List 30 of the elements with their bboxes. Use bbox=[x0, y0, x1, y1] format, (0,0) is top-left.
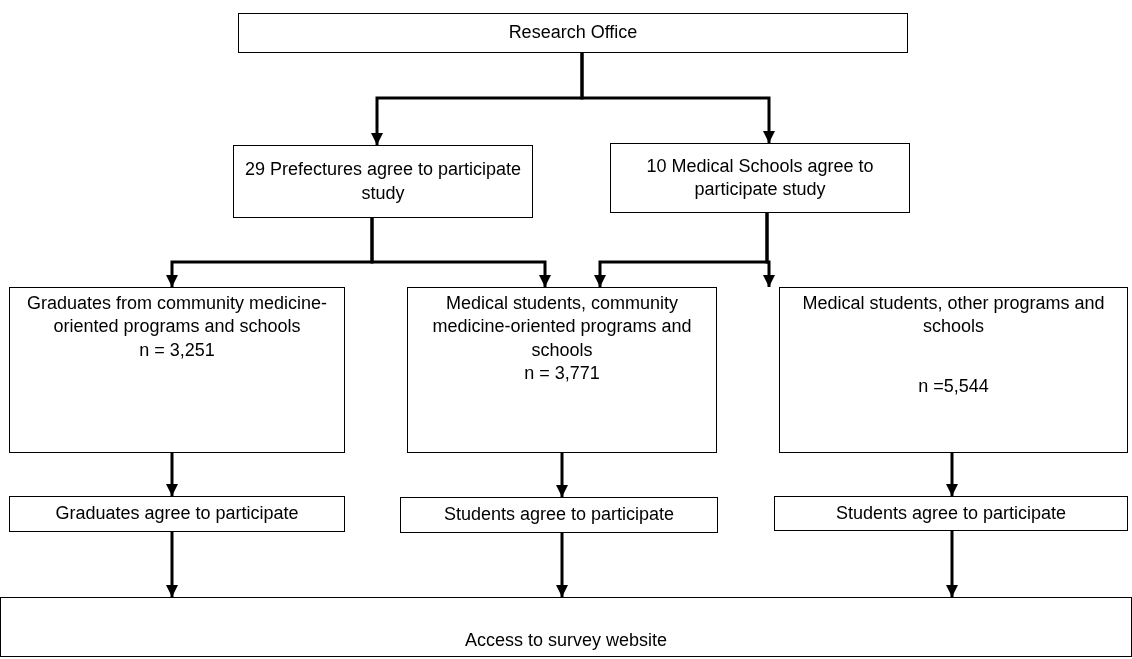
arrow bbox=[370, 218, 551, 287]
box-text: Students agree to participate bbox=[835, 501, 1067, 525]
process-box bbox=[0, 597, 1132, 657]
process-box bbox=[9, 496, 345, 532]
process-box bbox=[400, 497, 718, 533]
arrow bbox=[763, 213, 775, 287]
arrow bbox=[946, 531, 958, 597]
arrow bbox=[946, 453, 958, 496]
process-box bbox=[233, 145, 533, 218]
process-box bbox=[9, 287, 345, 453]
process-box bbox=[779, 287, 1128, 453]
count-text: n =5,544 bbox=[918, 374, 989, 398]
process-box bbox=[610, 143, 910, 213]
box-text: 29 Prefectures agree to participate study bbox=[243, 158, 523, 205]
arrow bbox=[580, 53, 775, 143]
count-text: n = 3,251 bbox=[139, 338, 215, 362]
process-box bbox=[774, 496, 1128, 531]
box-text: Research Office bbox=[508, 21, 638, 45]
arrow bbox=[166, 453, 178, 496]
box-text: 10 Medical Schools agree to participate study bbox=[645, 154, 875, 201]
arrow bbox=[556, 453, 568, 497]
box-text: Medical students, other programs and schools bbox=[801, 292, 1106, 339]
process-box bbox=[407, 287, 717, 453]
box-text: Students agree to participate bbox=[443, 503, 675, 527]
box-text: Graduates agree to participate bbox=[55, 502, 299, 526]
box-text: Access to survey website bbox=[464, 628, 668, 652]
arrow bbox=[556, 533, 568, 597]
arrow bbox=[166, 532, 178, 597]
count-text: n = 3,771 bbox=[524, 362, 600, 386]
process-box bbox=[238, 13, 908, 53]
